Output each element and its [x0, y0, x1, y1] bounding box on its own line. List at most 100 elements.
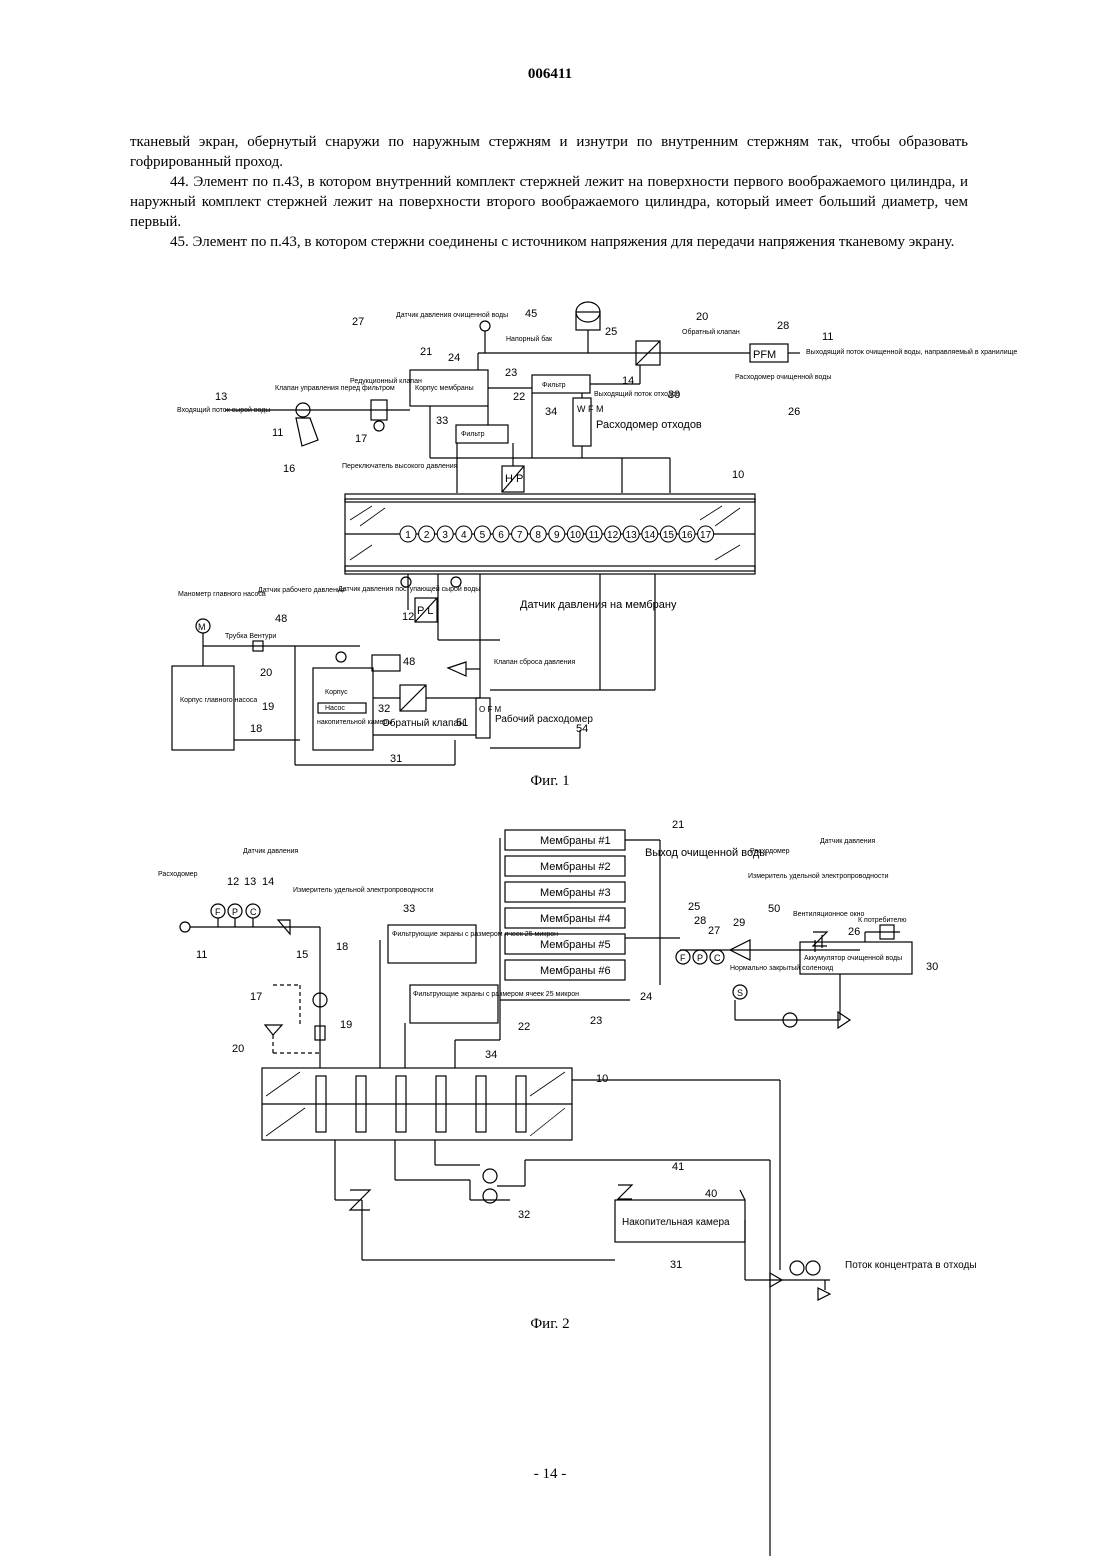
label-28: 28 [777, 320, 789, 332]
label-33: 33 [436, 415, 448, 427]
label-tank: Напорный бак [506, 335, 553, 343]
label-membrane-housing: Корпус мембраны [415, 384, 474, 392]
label-wfm: W F M [577, 404, 604, 414]
gauge-c-left: C [250, 907, 257, 917]
label-10: 10 [596, 1073, 608, 1085]
label-psensor-l: Датчик давления [243, 848, 299, 855]
gauge-f-left: F [215, 907, 221, 917]
label-outflow: Выходящий поток очищенной воды, направля… [806, 348, 1017, 356]
membrane-5: Мембраны #5 [540, 939, 611, 951]
label-54: 54 [576, 723, 588, 735]
label-gauge-main: Манометр главного насоса [178, 591, 266, 598]
gauge-p-right: P [697, 953, 703, 963]
label-ofm: O F M [479, 705, 502, 714]
label-work-sensor: Датчик рабочего давления [258, 586, 345, 594]
label-12: 12 [402, 611, 414, 623]
label-pump-housing: Корпус главного насоса [180, 697, 257, 704]
label-12: 12 [227, 876, 239, 888]
label-venturi: Трубка Вентури [225, 632, 276, 640]
label-21: 21 [672, 819, 684, 831]
claim-44: 44. Элемент по п.43, в котором внутренни… [130, 172, 968, 232]
label-48b: 48 [403, 656, 415, 668]
label-29: 29 [733, 917, 745, 929]
label-31: 31 [670, 1259, 682, 1271]
label-45: 45 [525, 308, 537, 320]
figure-1-labels: 27 Датчик давления очищенной воды 45 Нап… [0, 300, 1100, 770]
label-accum: Аккумулятор очищенной воды [804, 954, 902, 962]
solenoid-s: S [737, 988, 743, 998]
label-pfm: PFM [753, 349, 776, 361]
page-number: - 14 - [0, 1466, 1100, 1483]
label-waste-meter: Расходомер отходов [596, 419, 702, 431]
figure-2-labels: 21 Мембраны #1 Мембраны #2 Мембраны #3 М… [0, 810, 1100, 1320]
label-22: 22 [518, 1021, 530, 1033]
label-ctrl-valve: Клапан управления перед фильтром [275, 385, 395, 392]
claim-45: 45. Элемент по п.43, в котором стержни с… [130, 232, 968, 252]
label-concentrate: Поток концентрата в отходы [845, 1260, 977, 1271]
label-10: 10 [732, 469, 744, 481]
label-raw-sensor: Датчик давления поступающей сырой воды [338, 585, 480, 593]
label-chamber-housing: Корпус [325, 689, 348, 696]
gauge-f-right: F [680, 953, 686, 963]
claims-text: тканевый экран, обернутый снаружи по нар… [130, 132, 968, 252]
label-26: 26 [788, 406, 800, 418]
label-27: 27 [352, 316, 364, 328]
label-store: Накопительная камера [622, 1217, 730, 1228]
label-psensor-r: Датчик давления [820, 838, 876, 845]
label-19: 19 [340, 1019, 352, 1031]
gauge-m: M [198, 622, 206, 632]
claim-continuation: тканевый экран, обернутый снаружи по нар… [130, 132, 968, 172]
label-32: 32 [518, 1209, 530, 1221]
label-vent: Вентиляционное окно [793, 911, 865, 918]
label-reducer: Редукционный клапан [350, 377, 422, 385]
label-51: 51 [456, 717, 468, 729]
membrane-6: Мембраны #6 [540, 965, 611, 977]
membrane-3: Мембраны #3 [540, 887, 611, 899]
label-13: 13 [215, 391, 227, 403]
label-20b: 20 [260, 667, 272, 679]
label-34: 34 [545, 406, 557, 418]
label-25: 25 [605, 326, 617, 338]
label-pump: Насос [325, 705, 345, 712]
label-13: 13 [244, 876, 256, 888]
label-solenoid: Нормально закрытый соленоид [730, 964, 833, 972]
label-hp-switch: Переключатель высокого давления [342, 463, 458, 470]
label-inflow: Входящий поток сырой воды [177, 406, 270, 414]
label-11b: 11 [272, 427, 283, 439]
label-cond-r: Измеритель удельной электропроводности [748, 872, 889, 880]
label-48a: 48 [275, 613, 287, 625]
label-flowmeter-l: Расходомер [158, 871, 198, 878]
label-16: 16 [283, 463, 295, 475]
label-cond-l: Измеритель удельной электропроводности [293, 886, 434, 894]
figure-1-caption: Фиг. 1 [0, 773, 1100, 790]
membrane-4: Мембраны #4 [540, 913, 611, 925]
label-24: 24 [448, 352, 460, 364]
label-20: 20 [232, 1043, 244, 1055]
label-34: 34 [485, 1049, 497, 1061]
label-27: 27 [708, 925, 720, 937]
label-17: 17 [250, 991, 262, 1003]
label-filter34: Фильтрующие экраны с размером ячеек 25 м… [413, 991, 579, 998]
document-number: 006411 [0, 66, 1100, 83]
label-14: 14 [622, 375, 634, 387]
label-membrane-sensor: Датчик давления на мембрану [520, 599, 677, 611]
label-18: 18 [336, 941, 348, 953]
label-flowmeter-r: Расходомер [750, 848, 790, 855]
label-clean-out: Выход очищенной воды [645, 847, 767, 859]
label-hp: H P [505, 473, 523, 485]
membrane-2: Мембраны #2 [540, 861, 611, 873]
label-relief: Клапан сброса давления [494, 658, 575, 666]
label-11: 11 [196, 949, 207, 961]
label-18: 18 [250, 723, 262, 735]
label-26: 26 [848, 926, 860, 938]
label-filter33: Фильтрующие экраны с размером ячеек 25 м… [392, 931, 558, 938]
label-clean-sensor: Датчик давления очищенной воды [396, 311, 508, 319]
label-25: 25 [688, 901, 700, 913]
label-consumer: К потребителю [858, 916, 907, 924]
label-clean-meter: Расходомер очищенной воды [735, 373, 831, 381]
label-17: 17 [355, 433, 367, 445]
label-33: 33 [403, 903, 415, 915]
label-filter-mid: Фильтр [461, 431, 485, 438]
label-31: 31 [390, 753, 402, 765]
gauge-p-left: P [232, 907, 238, 917]
